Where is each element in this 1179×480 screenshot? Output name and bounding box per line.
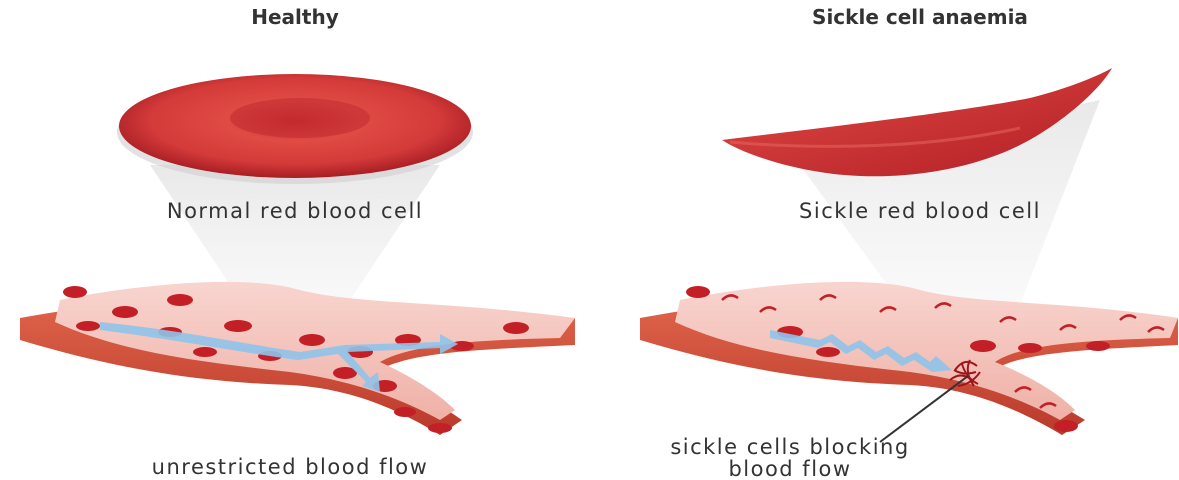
sickle-cell-label: Sickle red blood cell (799, 199, 1041, 223)
callout-label-line1: sickle cells blocking (670, 435, 909, 459)
unrestricted-flow-label: unrestricted blood flow (152, 455, 429, 479)
sickle-panel: Sickle cell anaemia Sickle red blood cel… (640, 5, 1178, 480)
blood-vessel-icon-sickle (640, 282, 1178, 435)
red-blood-cell-icon (117, 74, 473, 184)
healthy-panel: Healthy Normal red blood cell unrestrict… (20, 5, 575, 479)
healthy-heading: Healthy (251, 5, 339, 29)
normal-cell-label: Normal red blood cell (167, 199, 423, 223)
blood-vessel-icon (20, 282, 575, 435)
callout-label-line2: blood flow (728, 457, 851, 480)
sickle-heading: Sickle cell anaemia (812, 5, 1028, 29)
